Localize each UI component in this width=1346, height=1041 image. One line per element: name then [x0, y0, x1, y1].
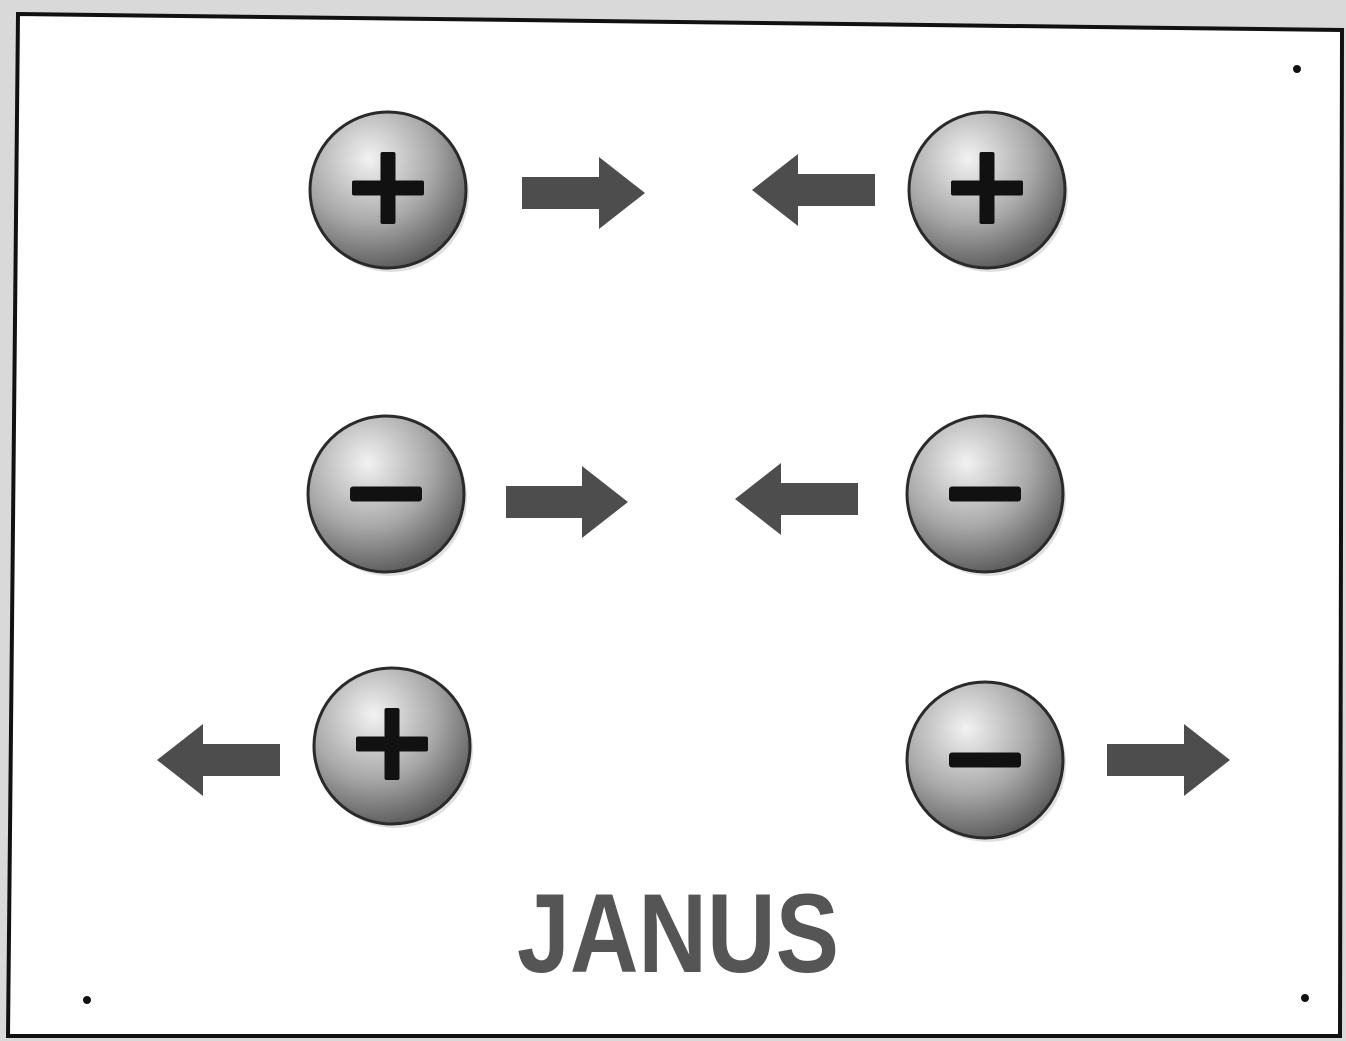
particle: [314, 668, 473, 828]
corner-dot: [1293, 65, 1301, 73]
particle: [310, 112, 469, 272]
particle: [308, 416, 467, 576]
minus-icon: [350, 487, 422, 502]
corner-dot: [83, 996, 91, 1004]
particle: [909, 112, 1068, 272]
corner-dot: [1301, 994, 1309, 1002]
particle: [907, 416, 1066, 576]
minus-icon: [949, 487, 1021, 502]
diagram-title: JANUS: [517, 871, 839, 996]
minus-icon: [949, 753, 1021, 768]
particle: [907, 682, 1066, 842]
